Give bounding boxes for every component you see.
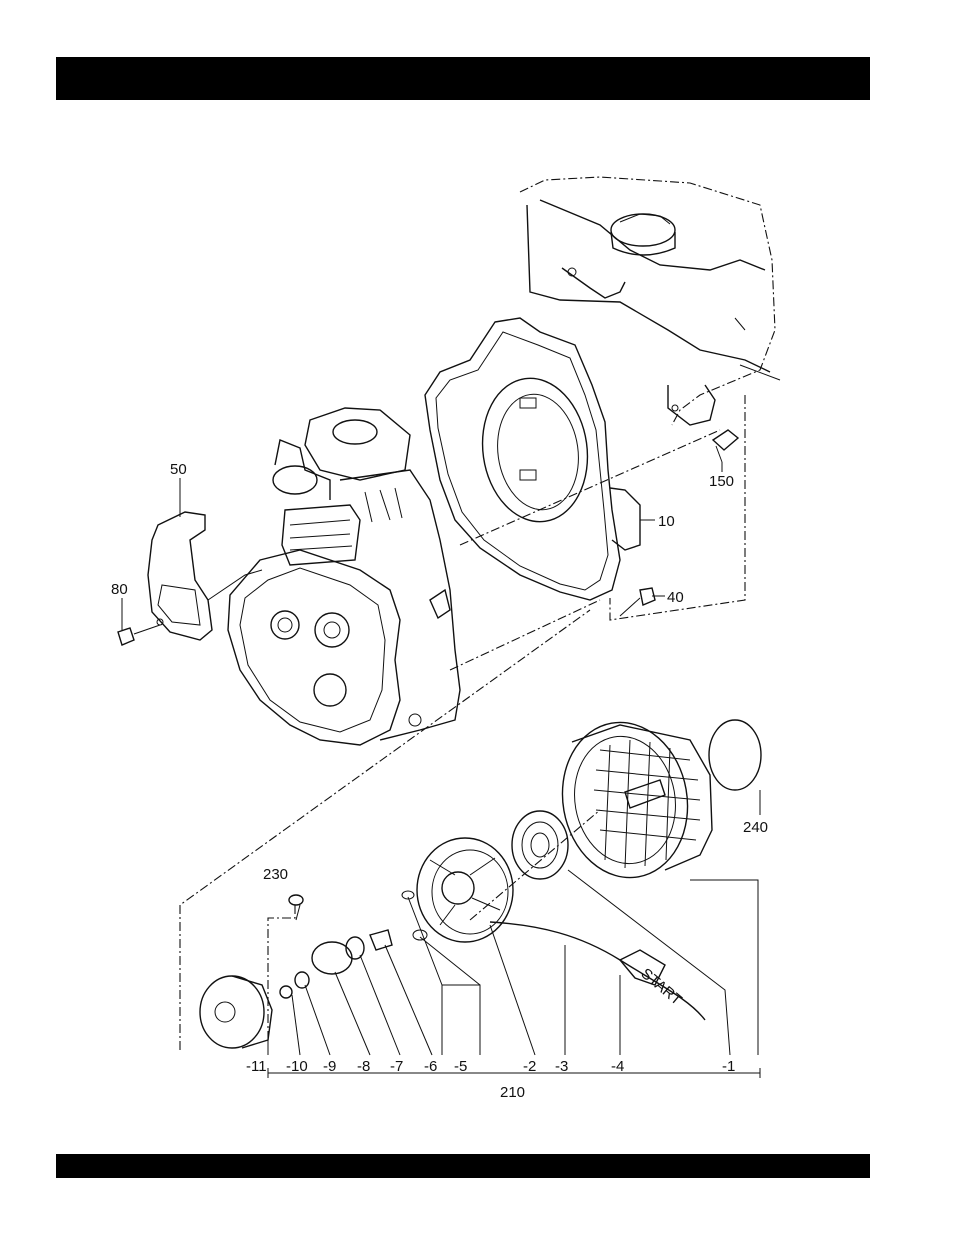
engine-block-icon — [228, 408, 460, 745]
part-label-sub-8: -8 — [357, 1058, 370, 1075]
part-label-230: 230 — [263, 866, 288, 883]
part-label-80: 80 — [111, 581, 128, 598]
part-label-sub-3: -3 — [555, 1058, 568, 1075]
part-label-sub-7: -7 — [390, 1058, 403, 1075]
shroud-icon — [425, 318, 640, 600]
part-label-50: 50 — [170, 461, 187, 478]
part-label-sub-6: -6 — [424, 1058, 437, 1075]
part-label-210: 210 — [500, 1084, 525, 1101]
part-label-sub-11: -11 — [246, 1058, 267, 1075]
part-label-sub-9: -9 — [323, 1058, 336, 1075]
part-label-sub-10: -10 — [286, 1058, 308, 1075]
part-label-sub-5: -5 — [454, 1058, 467, 1075]
filter-disc-icon — [709, 720, 761, 790]
part-label-40: 40 — [667, 589, 684, 606]
assembly-lines — [180, 395, 745, 1050]
part-label-240: 240 — [743, 819, 768, 836]
part-label-sub-4: -4 — [611, 1058, 624, 1075]
part-label-150: 150 — [709, 473, 734, 490]
part-label-10: 10 — [658, 513, 675, 530]
part-label-sub-2: -2 — [523, 1058, 536, 1075]
part-label-sub-1: -1 — [722, 1058, 735, 1075]
fuel-tank-icon — [520, 177, 780, 425]
